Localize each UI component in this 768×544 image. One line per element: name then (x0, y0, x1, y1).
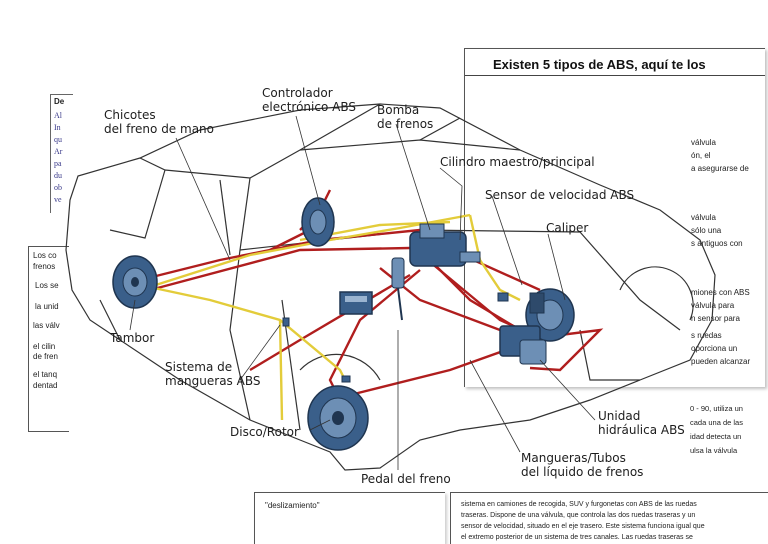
label-disco: Disco/Rotor (230, 425, 299, 439)
left-top-heading: De (54, 97, 65, 106)
right-lower-text-panel: 0 - 90, utiliza un cada una de las idad … (680, 396, 768, 468)
right-panel-line: miones con ABS (691, 288, 750, 297)
right-panel-line: a asegurarse de (691, 164, 749, 173)
label-sistema: Sistema de mangueras ABS (165, 360, 261, 388)
right-panel-underline (465, 75, 765, 76)
label-mangueras: Mangueras/Tubos del líquido de frenos (521, 451, 644, 479)
left-mid-line: frenos (33, 262, 56, 271)
left-top-line: pa (54, 159, 62, 168)
left-mid-line: Los co (33, 251, 57, 260)
label-pedal: Pedal del freno (361, 472, 451, 486)
right-panel-heading: Existen 5 tipos de ABS, aquí te los (493, 57, 706, 72)
bottom-left-text-panel: "deslizamiento" (254, 492, 445, 544)
left-mid-line: las válv (33, 321, 60, 330)
car-outline (65, 103, 716, 471)
left-top-line: du (54, 171, 62, 180)
label-controlador: Controlador electrónico ABS (262, 86, 356, 114)
left-top-line: Ar (54, 147, 63, 156)
right-panel-line: válvula (691, 138, 716, 147)
left-mid-text-panel: Los co frenos Los se la unid las válv el… (28, 246, 69, 432)
right-panel-line: pueden alcanzar (691, 357, 751, 366)
label-sensor: Sensor de velocidad ABS (485, 188, 635, 202)
right-lower-line: ulsa la válvula (690, 446, 738, 455)
label-tambor: Tambor (110, 331, 155, 345)
master-cylinder (409, 223, 481, 267)
right-panel-line: válvula (691, 213, 716, 222)
right-panel-line: sólo una (691, 226, 722, 235)
bottom-right-line: el extremo posterior de un sistema de tr… (461, 534, 693, 541)
abs-controller (339, 291, 373, 315)
label-caliper: Caliper (546, 221, 589, 235)
left-mid-line: el cilin (33, 342, 56, 351)
left-mid-line: Los se (35, 281, 59, 290)
rear-drum-brake (112, 255, 158, 309)
bottom-right-text-panel: sistema en camiones de recogida, SUV y f… (450, 492, 768, 544)
left-mid-line: el tanq (33, 370, 58, 379)
front-disc-rotor (307, 385, 369, 451)
label-bomba: Bomba de frenos (377, 103, 434, 131)
bottom-right-line: traseras. Dispone de una válvula, que co… (461, 512, 696, 519)
label-chicotes: Chicotes del freno de mano (104, 108, 214, 136)
label-cilindro: Cilindro maestro/principal (440, 155, 595, 169)
bottom-right-line: sensor de velocidad, situado en el eje t… (461, 523, 705, 530)
right-lower-line: 0 - 90, utiliza un (690, 404, 743, 413)
left-top-line: In (54, 123, 61, 132)
left-top-line: ve (54, 195, 62, 204)
hydraulic-unit (499, 325, 547, 365)
right-panel-line: s antiguos con (691, 239, 743, 248)
left-mid-line: dentad (33, 381, 58, 390)
left-top-line: Al (54, 111, 62, 120)
right-lower-line: idad detecta un (690, 432, 742, 441)
rear-disc (301, 197, 335, 247)
right-panel-line: s ruedas (691, 331, 722, 340)
brake-pedal (391, 257, 405, 321)
right-panel-line: oporciona un (691, 344, 738, 353)
right-panel-line: ón, el (691, 151, 711, 160)
left-mid-line: la unid (35, 302, 59, 311)
left-top-text-panel: De Al In qu Ar pa du ob ve (50, 94, 73, 213)
right-panel-line: n sensor para (691, 314, 740, 323)
fittings (282, 292, 509, 383)
left-mid-line: de fren (33, 352, 58, 361)
right-lower-line: cada una de las (690, 418, 743, 427)
left-top-line: ob (54, 183, 62, 192)
bottom-left-text: "deslizamiento" (265, 501, 320, 510)
left-top-line: qu (54, 135, 62, 144)
bottom-right-line: sistema en camiones de recogida, SUV y f… (461, 501, 697, 508)
label-unidad: Unidad hidráulica ABS (598, 409, 685, 437)
leader-lines (129, 115, 596, 470)
